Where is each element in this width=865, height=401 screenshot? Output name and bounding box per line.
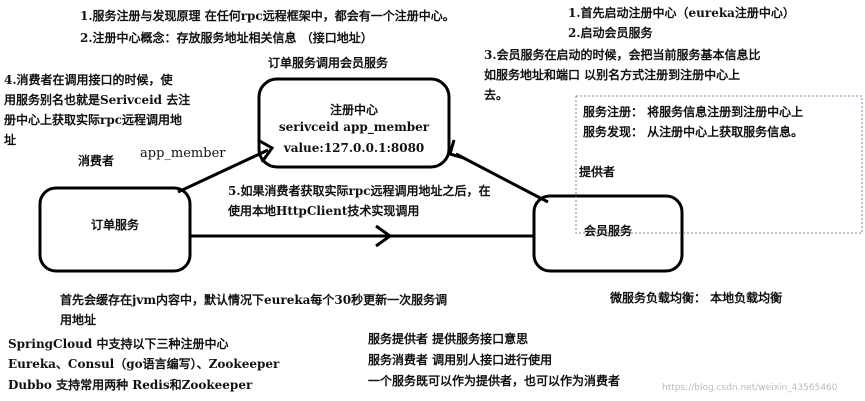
watermark: https://blog.csdn.net/weixin_43565460: [662, 383, 838, 393]
bottom-left-line2: Eureka、Consul（go语言编写）、Zookeeper: [8, 357, 280, 371]
consumer-note-line3: 册中心上获取实际rpc远程调用地: [4, 113, 183, 127]
bottom-mid-line2: 服务消费者 调用别人接口进行使用: [368, 353, 553, 367]
provider-note-register: 服务注册： 将服务信息注册到注册中心上: [583, 105, 804, 119]
provider-dotted-box: [575, 95, 863, 234]
registry-value: value:127.0.0.1:8080: [283, 141, 425, 155]
edge-order-to-registry: [177, 148, 269, 194]
provider-note-discover: 服务发现： 从注册中心上获取服务信息。: [583, 125, 804, 139]
arrowhead-member-to-registry: [448, 139, 465, 160]
registry-title: 订单服务调用会员服务: [268, 56, 389, 70]
right-note-line1: 1.首先启动注册中心（eureka注册中心）: [568, 6, 795, 20]
arrowhead-order-to-member: [375, 224, 393, 248]
registry-name: 注册中心: [329, 103, 378, 117]
bottom-left-line1: SpringCloud 中支持以下三种注册中心: [8, 337, 229, 351]
app-member-label: app_member: [140, 146, 226, 161]
bottom-mid-line1: 服务提供者 提供服务接口意思: [368, 332, 529, 346]
right-note-line4: 如服务地址和端口 以别名方式注册到注册中心上: [484, 68, 741, 82]
consumer-note-line1: 4.消费者在调用接口的时候，使: [4, 73, 173, 87]
provider-label: 提供者: [579, 165, 616, 179]
edge-member-to-registry: [455, 152, 549, 204]
order-service-label: 订单服务: [90, 218, 139, 232]
cache-note-line1: 首先会缓存在jvm内容中，默认情况下eureka每个30秒更新一次服务调: [60, 293, 448, 307]
right-note-line3: 3.会员服务在启动的时候，会把当前服务基本信息比: [484, 48, 761, 62]
cache-note-line2: 用地址: [60, 313, 97, 327]
top-note-line1: 1.服务注册与发现原理 在任何rpc远程框架中，都会有一个注册中心。: [80, 9, 455, 23]
consumer-label: 消费者: [78, 154, 115, 168]
bottom-mid-line3: 一个服务既可以作为提供者，也可以作为消费者: [368, 374, 621, 388]
member-service-label: 会员服务: [583, 224, 632, 238]
right-note-line5: 去。: [484, 88, 509, 102]
step5-line1: 5.如果消费者获取实际rpc远程调用地址之后，在: [228, 184, 491, 198]
top-note-line2: 2.注册中心概念：存放服务地址相关信息 （接口地址）: [80, 31, 373, 45]
consumer-note-line2: 用服务别名也就是Serivceid 去注: [4, 93, 191, 107]
lb-note: 微服务负载均衡： 本地负载均衡: [610, 291, 783, 305]
consumer-note-line4: 址: [4, 133, 17, 147]
order-service-node: [38, 186, 192, 273]
arrowhead-order-to-registry: [257, 138, 275, 163]
step5-line2: 使用本地HttpClient技术实现调用: [228, 204, 420, 218]
registry-node: [257, 77, 451, 169]
bottom-left-line3: Dubbo 支持常用两种 Redis和Zookeeper: [8, 378, 253, 392]
registry-key: serivceid app_member: [278, 120, 430, 134]
right-note-line2: 2.启动会员服务: [568, 26, 653, 40]
